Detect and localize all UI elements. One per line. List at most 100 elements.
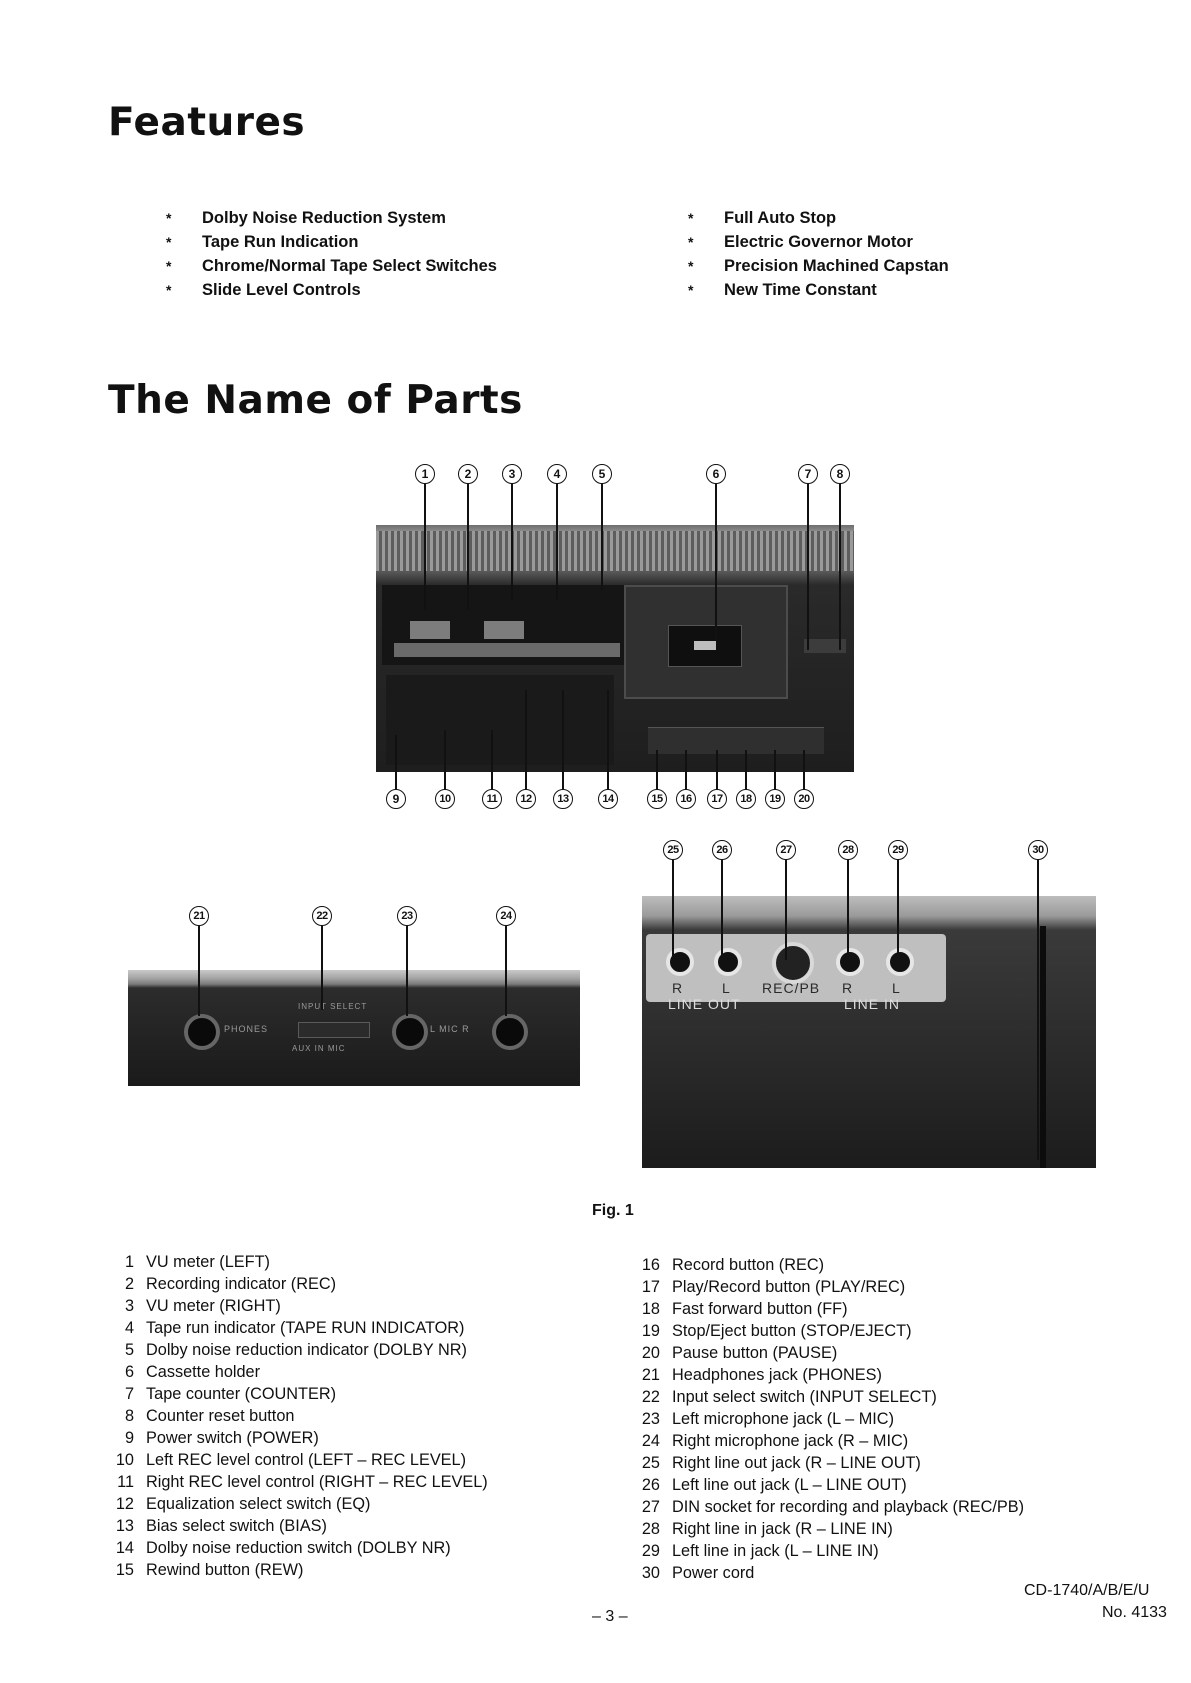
parts-list-item: 4 Tape run indicator (TAPE RUN INDICATOR): [104, 1317, 488, 1339]
callout-number-3: 3: [502, 464, 522, 484]
leader-line: [406, 926, 408, 1016]
leader-line: [672, 860, 674, 968]
leader-line: [505, 926, 507, 1016]
part-label: Power cord: [672, 1564, 755, 1582]
part-label: Tape run indicator (TAPE RUN INDICATOR): [146, 1319, 465, 1337]
leader-line: [839, 484, 841, 650]
leader-line: [607, 690, 609, 789]
bullet-star: *: [688, 234, 694, 250]
bullet-star: *: [688, 258, 694, 274]
part-label: Stop/Eject button (STOP/EJECT): [672, 1322, 912, 1340]
leader-line: [491, 730, 493, 789]
callout-number-30: 30: [1028, 840, 1048, 860]
part-label: Recording indicator (REC): [146, 1275, 337, 1293]
callout-number-19: 19: [765, 789, 785, 809]
callout-number-5: 5: [592, 464, 612, 484]
leader-line: [685, 750, 687, 789]
part-number: 28: [641, 1520, 660, 1538]
part-number: 4: [124, 1319, 134, 1337]
leader-line: [525, 690, 527, 789]
meter-bar: [394, 643, 620, 657]
leader-line: [745, 750, 747, 789]
counter-window: [804, 639, 846, 653]
part-number: 15: [115, 1561, 134, 1579]
part-number: 7: [124, 1385, 134, 1403]
rear-r2-label: R: [842, 980, 854, 996]
callout-number-20: 20: [794, 789, 814, 809]
rear-l-label: L: [722, 980, 731, 996]
callout-number-8: 8: [830, 464, 850, 484]
part-number: 11: [117, 1473, 134, 1491]
part-label: Tape counter (COUNTER): [146, 1385, 336, 1403]
part-label: Right line out jack (R – LINE OUT): [672, 1454, 921, 1472]
bullet-star: *: [166, 210, 172, 226]
bullet-star: *: [166, 258, 172, 274]
part-number: 8: [124, 1407, 134, 1425]
callout-number-9: 9: [386, 789, 406, 809]
name-of-parts-heading: The Name of Parts: [108, 378, 523, 423]
part-label: Rewind button (REW): [146, 1561, 304, 1579]
callout-number-12: 12: [516, 789, 536, 809]
part-label: Left microphone jack (L – MIC): [672, 1410, 894, 1428]
leader-line: [424, 484, 426, 610]
part-label: Left line in jack (L – LINE IN): [672, 1542, 879, 1560]
part-number: 1: [124, 1253, 134, 1271]
document-number: No. 4133: [1102, 1604, 1167, 1621]
leader-line: [897, 860, 899, 968]
features-list-left: * Dolby Noise Reduction System * Tape Run I…: [166, 206, 497, 302]
rear-r-label: R: [672, 980, 684, 996]
right-mic-jack: [492, 1014, 528, 1050]
feature-label: Dolby Noise Reduction System: [202, 209, 446, 227]
feature-label: Tape Run Indication: [202, 233, 359, 251]
leader-line: [785, 860, 787, 960]
leader-line: [444, 730, 446, 789]
part-number: 18: [641, 1300, 660, 1318]
figure-caption: Fig. 1: [592, 1202, 634, 1219]
part-label: Record button (REC): [672, 1256, 825, 1274]
callout-number-6: 6: [706, 464, 726, 484]
callout-number-15: 15: [647, 789, 667, 809]
part-label: Power switch (POWER): [146, 1429, 319, 1447]
vu-meter-left-window: [410, 621, 450, 639]
part-label: Play/Record button (PLAY/REC): [672, 1278, 906, 1296]
rear-panel-photo: R L LINE OUT REC/PB R L LINE IN: [642, 896, 1096, 1168]
front-panel-photo: [376, 525, 854, 772]
leader-line: [198, 926, 200, 1016]
callout-number-22: 22: [312, 906, 332, 926]
part-number: 3: [124, 1297, 134, 1315]
callout-number-17: 17: [707, 789, 727, 809]
phones-jack: [184, 1014, 220, 1050]
callout-number-24: 24: [496, 906, 516, 926]
callout-number-2: 2: [458, 464, 478, 484]
left-mic-jack: [392, 1014, 428, 1050]
callout-number-18: 18: [736, 789, 756, 809]
callout-number-4: 4: [547, 464, 567, 484]
leader-line: [774, 750, 776, 789]
line-in-label: LINE IN: [844, 996, 901, 1012]
leader-line: [562, 690, 564, 789]
callout-number-10: 10: [435, 789, 455, 809]
right-line-out-jack: [666, 948, 694, 976]
feature-label: Chrome/Normal Tape Select Switches: [202, 257, 497, 275]
leader-line: [721, 860, 723, 968]
cassette-window-highlight: [694, 641, 716, 650]
leader-line: [716, 750, 718, 789]
